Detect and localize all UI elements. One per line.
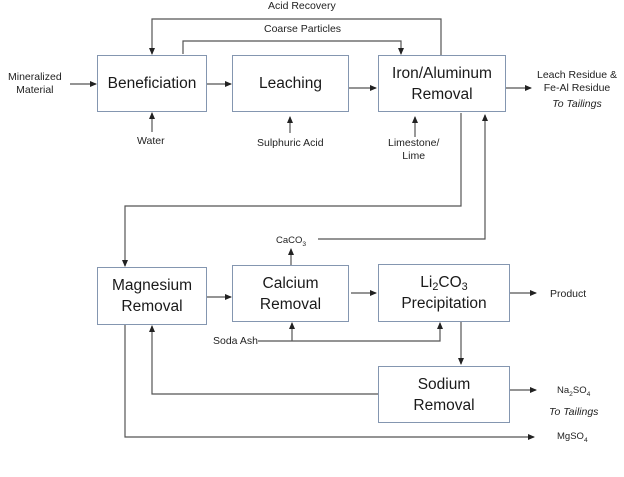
label-soda-ash: Soda Ash: [213, 335, 258, 347]
label-na2so4: Na2SO4: [557, 385, 591, 398]
label-leach-residue: Leach Residue & Fe-Al Residue To Tailing…: [537, 69, 617, 110]
label-to-tailings-2: To Tailings: [549, 406, 599, 418]
arrow-coarse-particles: [182, 40, 404, 55]
box-iron-label-2: Removal: [411, 85, 473, 103]
label-limestone-lime: Limestone/Lime: [388, 137, 440, 162]
box-iron-aluminum-removal: Iron/Aluminum Removal: [378, 55, 506, 112]
label-product: Product: [550, 288, 587, 300]
box-iron-label-1: Iron/Aluminum: [392, 64, 492, 82]
box-magnesium-label-1: Magnesium: [111, 277, 193, 294]
box-calcium-removal: Calcium Removal: [232, 265, 349, 322]
label-sulphuric-acid: Sulphuric Acid: [257, 137, 324, 149]
label-caco3: CaCO3: [276, 235, 307, 248]
box-sodium-removal: Sodium Removal: [378, 366, 510, 423]
box-li2co3-label-1: Li2CO3: [420, 274, 468, 293]
arrow-sodium-to-magnesium: [149, 325, 378, 395]
box-calcium-label-1: Calcium: [262, 274, 319, 292]
label-mgso4: MgSO4: [557, 431, 588, 444]
arrow-soda-ash: [258, 322, 443, 342]
arrow-acid-recovery: [149, 18, 442, 55]
label-water: Water: [137, 135, 165, 147]
arrow-caco3-to-iron: [318, 114, 488, 240]
box-beneficiation-label: Beneficiation: [107, 75, 197, 92]
arrow-iron-to-magnesium: [122, 113, 462, 267]
box-magnesium-removal: Magnesium Removal: [97, 267, 207, 325]
box-beneficiation: Beneficiation: [97, 55, 207, 112]
label-acid-recovery: Acid Recovery: [268, 0, 336, 12]
box-li2co3-precipitation: Li2CO3 Precipitation: [378, 264, 510, 322]
box-leaching: Leaching: [232, 55, 349, 112]
box-sodium-label-1: Sodium: [417, 375, 471, 393]
arrow-magnesium-to-mgso4: [124, 324, 535, 440]
box-calcium-label-2: Removal: [259, 295, 322, 313]
label-coarse-particles: Coarse Particles: [264, 23, 342, 35]
box-sodium-label-2: Removal: [413, 396, 475, 414]
box-magnesium-label-2: Removal: [121, 298, 183, 315]
box-leaching-label: Leaching: [259, 75, 322, 92]
box-li2co3-label-2: Precipitation: [401, 295, 487, 312]
